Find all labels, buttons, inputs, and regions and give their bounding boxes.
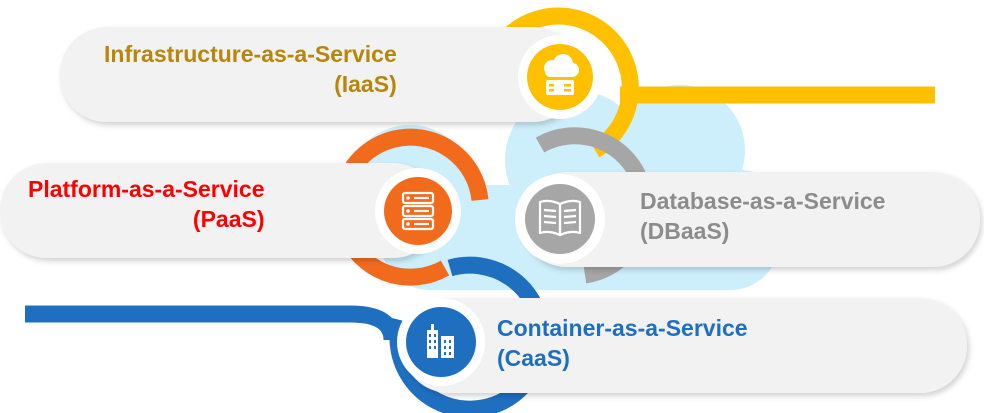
caas-name: Container-as-a-Service [497,315,748,341]
paas-badge [375,168,461,254]
paas-abbr: (PaaS) [192,206,265,232]
iaas-label: Infrastructure-as-a-Service (IaaS) [104,39,397,99]
iaas-name: Infrastructure-as-a-Service [104,41,397,67]
dbaas-pill [520,172,980,267]
caas-abbr: (CaaS) [497,345,570,371]
iaas-abbr: (IaaS) [334,71,397,97]
dbaas-badge [515,174,605,264]
buildings-icon [427,324,454,358]
dbaas-label: Database-as-a-Service (DBaaS) [640,186,885,246]
server-list-icon [401,191,435,231]
dbaas-abbr: (DBaaS) [640,218,730,244]
dbaas-name: Database-as-a-Service [640,188,886,214]
iaas-pill [60,27,580,122]
paas-pill [0,163,440,258]
caas-label: Container-as-a-Service (CaaS) [497,313,748,373]
paas-label: Platform-as-a-Service (PaaS) [28,174,265,234]
caas-pill [402,298,967,393]
cloud-server-icon [544,54,579,95]
open-book-icon [538,199,582,237]
paas-name: Platform-as-a-Service [28,176,265,202]
caas-badge [397,298,485,386]
iaas-badge [518,35,602,119]
